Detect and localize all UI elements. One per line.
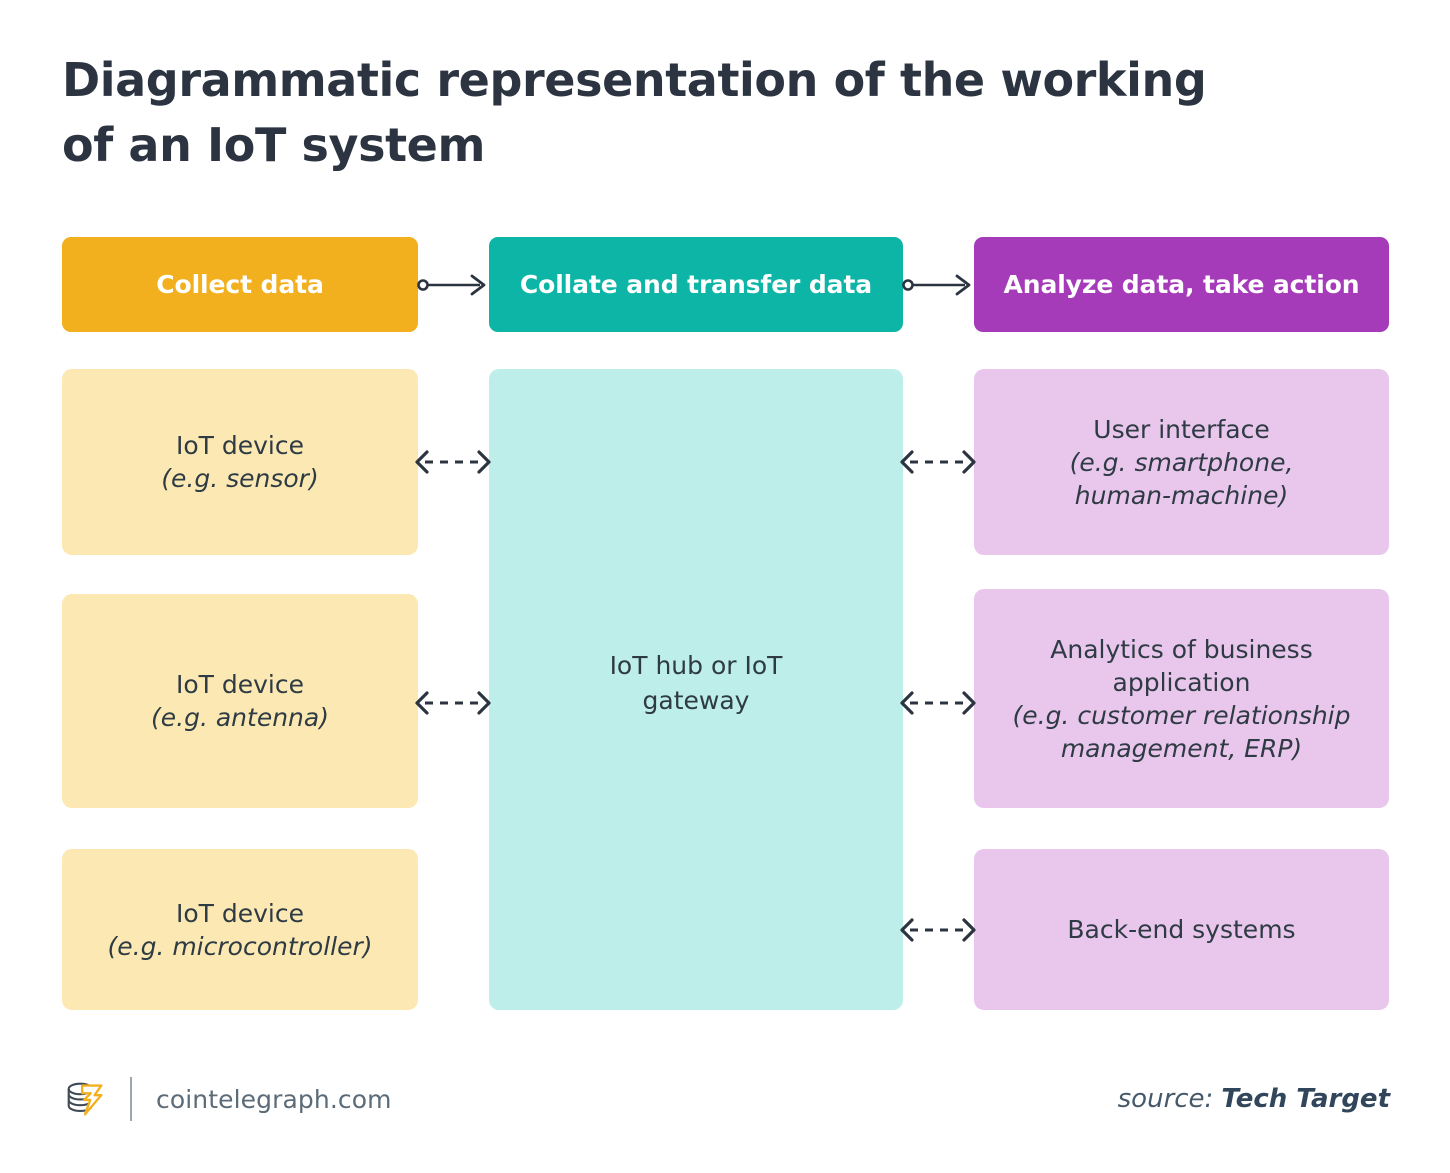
endpoint-example-line-2: management, ERP) bbox=[1060, 733, 1303, 763]
device-box-antenna: IoT device (e.g. antenna) bbox=[62, 594, 418, 808]
dashed-link-antenna-hub-icon bbox=[415, 691, 491, 715]
endpoint-box-user-interface: User interface (e.g. smartphone, human-m… bbox=[974, 369, 1389, 555]
device-example: (e.g. sensor) bbox=[161, 464, 319, 493]
page-title-line-2: of an IoT system bbox=[62, 118, 486, 173]
footer-site-url: cointelegraph.com bbox=[156, 1084, 392, 1114]
device-box-sensor: IoT device (e.g. sensor) bbox=[62, 369, 418, 555]
stage-header-collect-data: Collect data bbox=[62, 237, 418, 332]
arrow-collate-to-analyze-icon bbox=[902, 274, 971, 296]
dashed-link-sensor-hub-icon bbox=[415, 450, 491, 474]
device-title: IoT device bbox=[175, 670, 304, 699]
endpoint-box-back-end-systems: Back-end systems bbox=[974, 849, 1389, 1010]
dashed-link-hub-backend-icon bbox=[900, 918, 976, 942]
stage-header-analyze-take-action: Analyze data, take action bbox=[974, 237, 1389, 332]
source-label: source: bbox=[1117, 1084, 1214, 1114]
dashed-link-hub-user-interface-icon bbox=[900, 450, 976, 474]
endpoint-example-line-1: (e.g. customer relationship bbox=[1012, 700, 1351, 730]
device-title: IoT device bbox=[175, 898, 304, 928]
hub-label-line-2: gateway bbox=[642, 685, 750, 715]
arrow-collect-to-collate-icon bbox=[417, 274, 486, 296]
endpoint-example-line-1: (e.g. smartphone, bbox=[1069, 447, 1294, 477]
device-box-microcontroller: IoT device (e.g. microcontroller) bbox=[62, 849, 418, 1010]
cointelegraph-logo-icon bbox=[67, 1082, 103, 1116]
footer-source: source: Tech Target bbox=[1118, 1070, 1390, 1128]
endpoint-title-line-2: application bbox=[1112, 667, 1251, 697]
hub-box-iot-gateway: IoT hub or IoT gateway bbox=[489, 369, 903, 1010]
stage-header-collate-transfer-data: Collate and transfer data bbox=[489, 237, 903, 332]
footer-divider bbox=[130, 1077, 132, 1121]
device-example: (e.g. antenna) bbox=[151, 703, 329, 732]
page-title: Diagrammatic representation of the worki… bbox=[62, 48, 1242, 179]
dashed-link-hub-analytics-icon bbox=[900, 691, 976, 715]
device-title: IoT device bbox=[175, 431, 304, 460]
hub-label-line-1: IoT hub or IoT bbox=[609, 651, 783, 680]
device-example: (e.g. microcontroller) bbox=[107, 931, 373, 961]
endpoint-title: Back-end systems bbox=[1067, 915, 1296, 944]
page-title-line-1: Diagrammatic representation of the worki… bbox=[62, 53, 1207, 107]
stage-label: Collate and transfer data bbox=[519, 270, 873, 299]
endpoint-title: User interface bbox=[1093, 414, 1270, 444]
source-name: Tech Target bbox=[1221, 1084, 1390, 1114]
endpoint-title-line-1: Analytics of business bbox=[1050, 634, 1313, 664]
footer-branding: cointelegraph.com bbox=[62, 1070, 392, 1128]
endpoint-example-line-2: human-machine) bbox=[1074, 480, 1289, 510]
stage-label: Analyze data, take action bbox=[1003, 270, 1360, 299]
stage-label: Collect data bbox=[156, 270, 324, 299]
endpoint-box-analytics: Analytics of business application (e.g. … bbox=[974, 589, 1389, 808]
